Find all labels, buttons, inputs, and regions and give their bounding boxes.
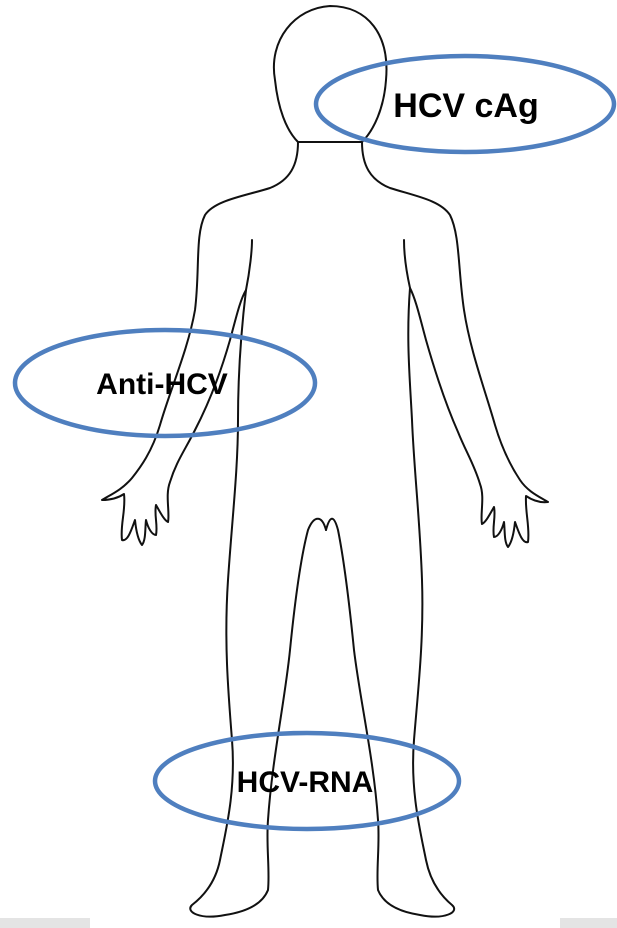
left-inner-arm-line <box>246 240 252 290</box>
hcv-cag-marker: HCV cAg <box>316 56 614 152</box>
anti-hcv-marker: Anti-HCV <box>15 330 315 436</box>
anti-hcv-label: Anti-HCV <box>96 368 228 401</box>
hcv-cag-label: HCV cAg <box>393 87 538 125</box>
body-right-outline <box>326 142 548 917</box>
bottom-right-strip <box>560 918 617 928</box>
bottom-left-strip <box>0 918 90 928</box>
body-left-outline <box>102 142 326 917</box>
head-outline <box>274 6 387 142</box>
hcv-rna-label: HCV-RNA <box>237 766 374 799</box>
right-inner-arm-line <box>404 240 410 288</box>
